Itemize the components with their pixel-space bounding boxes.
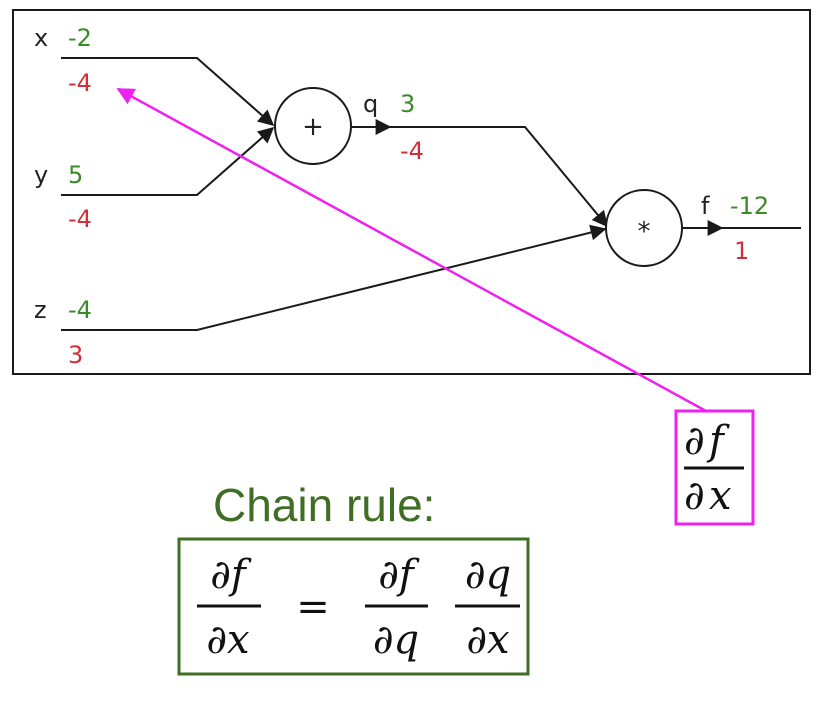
add-node-symbol: + [302,112,324,142]
graph-frame [12,9,811,375]
chain-rhs1-denominator: ∂q [373,617,419,663]
chain-rule-equation: ∂f ∂x = ∂f ∂q ∂q ∂x [197,552,520,663]
q-forward-value: 3 [400,90,415,118]
multiply-node-symbol: * [638,217,651,247]
chain-lhs-numerator: ∂f [210,552,252,598]
input-z-forward-value: -4 [68,296,92,324]
input-y-forward-value: 5 [68,161,83,189]
wire-x-to-add [61,57,275,127]
input-x-gradient-value: -4 [68,69,92,97]
chain-rule-title: Chain rule: [213,479,435,531]
f-forward-value: -12 [730,192,769,220]
highlight-arrow [116,87,707,413]
input-x-forward-value: -2 [68,24,92,52]
highlight-den-partial: ∂ [684,473,705,519]
chain-rhs2-denominator: ∂x [466,617,509,663]
chain-rhs2-numerator: ∂q [465,552,511,598]
input-z-name: z [34,296,47,324]
highlight-num-partial: ∂ [684,418,705,464]
q-name: q [363,90,378,118]
input-y-name: y [34,161,48,189]
q-gradient-value: -4 [400,137,424,165]
wire-y-to-add [61,126,275,196]
input-z-gradient-value: 3 [68,341,83,369]
chain-rhs1-numerator: ∂f [378,552,420,598]
multiply-node [605,189,683,267]
add-node [274,87,352,165]
f-name: f [701,192,710,220]
chain-equals-sign: = [296,584,330,630]
wire-z-to-mul [61,224,607,331]
input-x-name: x [34,24,48,52]
highlight-den-var: x [709,473,732,519]
chain-lhs-denominator: ∂x [206,617,249,663]
input-y-gradient-value: -4 [68,205,92,233]
wire-q-to-mul [351,126,609,228]
f-gradient-value: 1 [734,237,749,265]
